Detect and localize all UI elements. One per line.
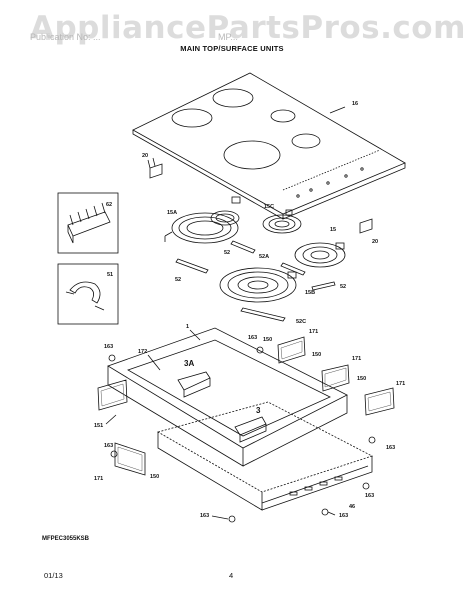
insulation-172 — [97, 379, 128, 411]
callout-150-a: 150 — [263, 337, 272, 343]
screw-163-b — [256, 346, 264, 354]
callout-20-right: 20 — [372, 239, 378, 245]
callout-20-left: 20 — [142, 153, 148, 159]
callout-150-c: 150 — [357, 376, 366, 382]
callout-52-c: 52 — [340, 284, 346, 290]
model-number: MFPEC3055KSB — [42, 536, 90, 542]
callout-151: 151 — [94, 423, 103, 429]
callout-52a: 52A — [259, 254, 269, 260]
terminal-block-62 — [67, 202, 111, 244]
callout-163-a: 163 — [104, 344, 113, 350]
clamp-51 — [65, 281, 105, 311]
callout-171-d: 171 — [94, 476, 103, 482]
insulation-150-a — [277, 336, 306, 364]
callout-171-a: 171 — [309, 329, 318, 335]
bracket-3 — [234, 416, 267, 443]
callout-15a: 15A — [167, 210, 177, 216]
screw-163-c — [110, 450, 118, 458]
strap-52c — [240, 307, 286, 322]
callout-52-b: 52 — [175, 277, 181, 283]
screw-163-f — [321, 508, 329, 516]
callout-163-e: 163 — [365, 493, 374, 499]
footer-date: 01/13 — [44, 571, 63, 580]
callout-15b: 15B — [305, 290, 315, 296]
callout-46: 46 — [349, 504, 355, 510]
callout-1: 1 — [186, 324, 189, 330]
callout-150-d: 150 — [150, 474, 159, 480]
callout-51: 51 — [107, 272, 113, 278]
screw-163-d — [368, 436, 376, 444]
callout-171-b: 171 — [352, 356, 361, 362]
callout-150-b: 150 — [312, 352, 321, 358]
element-15 — [294, 242, 346, 268]
detail-box-51 — [57, 263, 119, 325]
callout-163-c: 163 — [104, 443, 113, 449]
callout-15c: 15C — [264, 204, 274, 210]
header-model-faint: MP... — [218, 32, 238, 42]
bracket-20-right — [359, 218, 373, 234]
section-title: MAIN TOP/SURFACE UNITS — [180, 44, 284, 53]
callout-52c: 52C — [296, 319, 306, 325]
strap-52-c — [280, 262, 306, 276]
lower-chassis — [156, 401, 374, 511]
screw-163-e — [362, 482, 370, 490]
insulation-171-a — [321, 364, 350, 392]
callout-163-b: 163 — [248, 335, 257, 341]
callout-3a: 3A — [184, 359, 194, 368]
bracket-3a — [177, 371, 211, 398]
screw-163-g — [228, 515, 236, 523]
callout-15: 15 — [330, 227, 336, 233]
element-15b — [219, 267, 297, 303]
callout-163-f: 163 — [339, 513, 348, 519]
callout-3: 3 — [256, 406, 261, 415]
strap-52-a — [230, 240, 256, 254]
header-publication: Publication No: ... — [30, 32, 101, 42]
strap-52-d — [311, 281, 336, 291]
insulation-171-b — [364, 387, 395, 416]
element-15c — [262, 209, 302, 234]
footer-page-number: 4 — [229, 571, 234, 580]
callout-163-d: 163 — [386, 445, 395, 451]
callout-171-c: 171 — [396, 381, 405, 387]
callout-62: 62 — [106, 202, 112, 208]
callout-163-g: 163 — [200, 513, 209, 519]
callout-172: 172 — [138, 349, 147, 355]
detail-box-62 — [57, 192, 119, 254]
watermark: AppliancePartsPros.com — [30, 10, 464, 46]
element-15a — [164, 196, 241, 244]
insulation-171-c — [114, 442, 146, 476]
main-top-box — [107, 327, 348, 467]
cooktop-glass — [132, 72, 406, 220]
screw-163-a — [108, 354, 116, 362]
callout-16: 16 — [352, 101, 358, 107]
bracket-20-left — [147, 157, 163, 179]
strap-52-b — [175, 258, 209, 274]
callout-52-a: 52 — [224, 250, 230, 256]
